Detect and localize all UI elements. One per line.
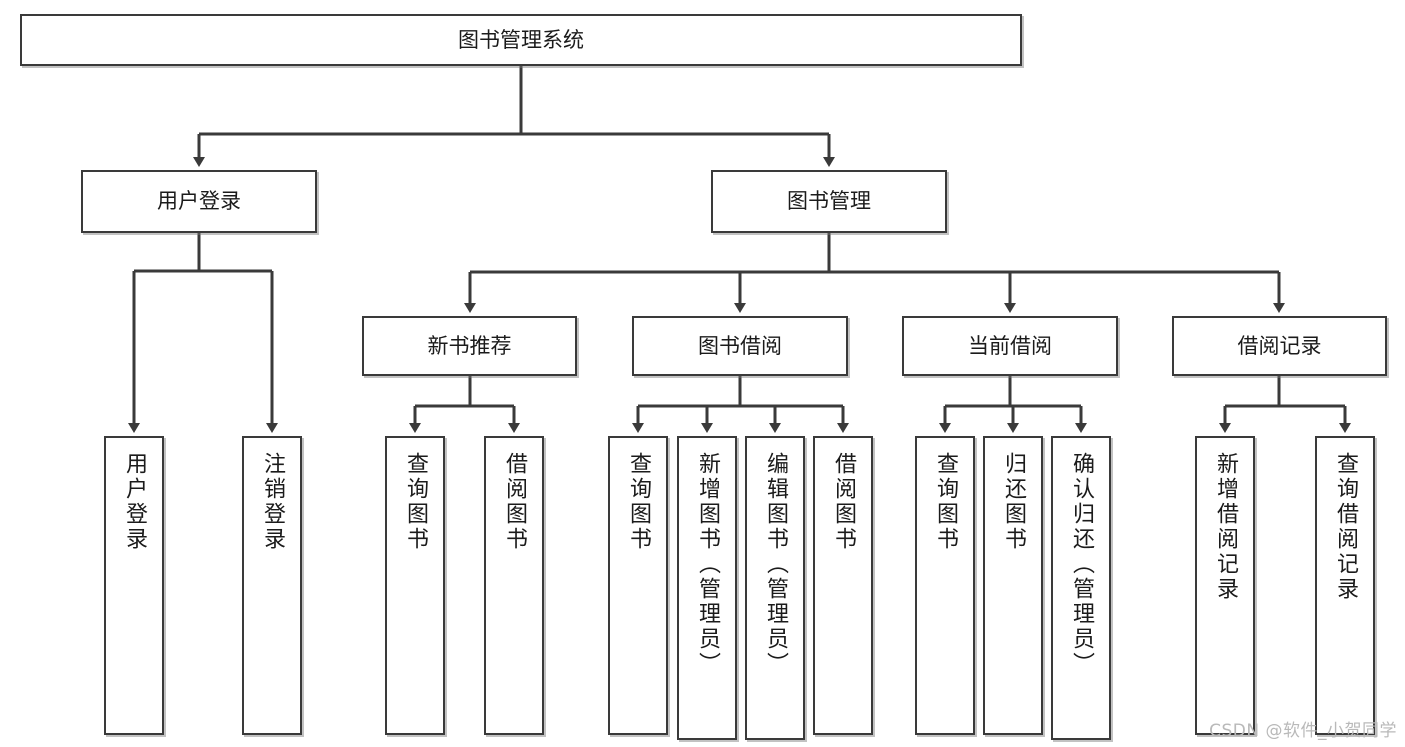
leaf-edit-book-admin[interactable]: 编辑图书（管理员）	[745, 436, 805, 740]
leaf-query-book-current-label: 查询图书	[933, 452, 958, 552]
leaf-borrow-book-recommend[interactable]: 借阅图书	[484, 436, 544, 735]
leaf-query-book-borrow-label: 查询图书	[626, 452, 651, 552]
node-book-management[interactable]: 图书管理	[711, 170, 947, 233]
leaf-edit-book-admin-label: 编辑图书（管理员）	[763, 452, 788, 677]
leaf-borrow-book-recommend-label: 借阅图书	[502, 452, 527, 552]
node-new-book-recommend[interactable]: 新书推荐	[362, 316, 577, 376]
leaf-user-login[interactable]: 用户登录	[104, 436, 164, 735]
leaf-query-book-recommend[interactable]: 查询图书	[385, 436, 445, 735]
leaf-add-book-admin[interactable]: 新增图书（管理员）	[677, 436, 737, 740]
node-user-login-label: 用户登录	[157, 189, 241, 214]
leaf-query-book-recommend-label: 查询图书	[403, 452, 428, 552]
node-borrow-record-label: 借阅记录	[1237, 333, 1322, 358]
leaf-confirm-return-admin[interactable]: 确认归还（管理员）	[1051, 436, 1111, 740]
leaf-return-book-label: 归还图书	[1001, 452, 1026, 552]
leaf-borrow-book[interactable]: 借阅图书	[813, 436, 873, 735]
node-root[interactable]: 图书管理系统	[20, 14, 1022, 66]
leaf-user-login-label: 用户登录	[122, 452, 147, 552]
leaf-query-book-borrow[interactable]: 查询图书	[608, 436, 668, 735]
node-current-borrow[interactable]: 当前借阅	[902, 316, 1118, 376]
leaf-add-borrow-record[interactable]: 新增借阅记录	[1195, 436, 1255, 735]
node-book-management-label: 图书管理	[787, 189, 871, 214]
leaf-add-borrow-record-label: 新增借阅记录	[1213, 452, 1238, 602]
node-root-label: 图书管理系统	[458, 27, 584, 52]
node-borrow-record[interactable]: 借阅记录	[1172, 316, 1387, 376]
leaf-logout-label: 注销登录	[260, 452, 285, 552]
node-current-borrow-label: 当前借阅	[968, 333, 1052, 358]
leaf-add-book-admin-label: 新增图书（管理员）	[695, 452, 720, 677]
csdn-watermark: CSDN @软件_小贺同学	[1209, 721, 1397, 741]
leaf-confirm-return-admin-label: 确认归还（管理员）	[1069, 452, 1094, 677]
leaf-return-book[interactable]: 归还图书	[983, 436, 1043, 735]
leaf-query-borrow-record-label: 查询借阅记录	[1333, 452, 1358, 602]
node-user-login[interactable]: 用户登录	[81, 170, 317, 233]
leaf-query-borrow-record[interactable]: 查询借阅记录	[1315, 436, 1375, 735]
node-book-borrow[interactable]: 图书借阅	[632, 316, 848, 376]
node-book-borrow-label: 图书借阅	[698, 333, 782, 358]
node-new-book-recommend-label: 新书推荐	[427, 333, 512, 358]
leaf-borrow-book-label: 借阅图书	[831, 452, 856, 552]
leaf-logout[interactable]: 注销登录	[242, 436, 302, 735]
leaf-query-book-current[interactable]: 查询图书	[915, 436, 975, 735]
